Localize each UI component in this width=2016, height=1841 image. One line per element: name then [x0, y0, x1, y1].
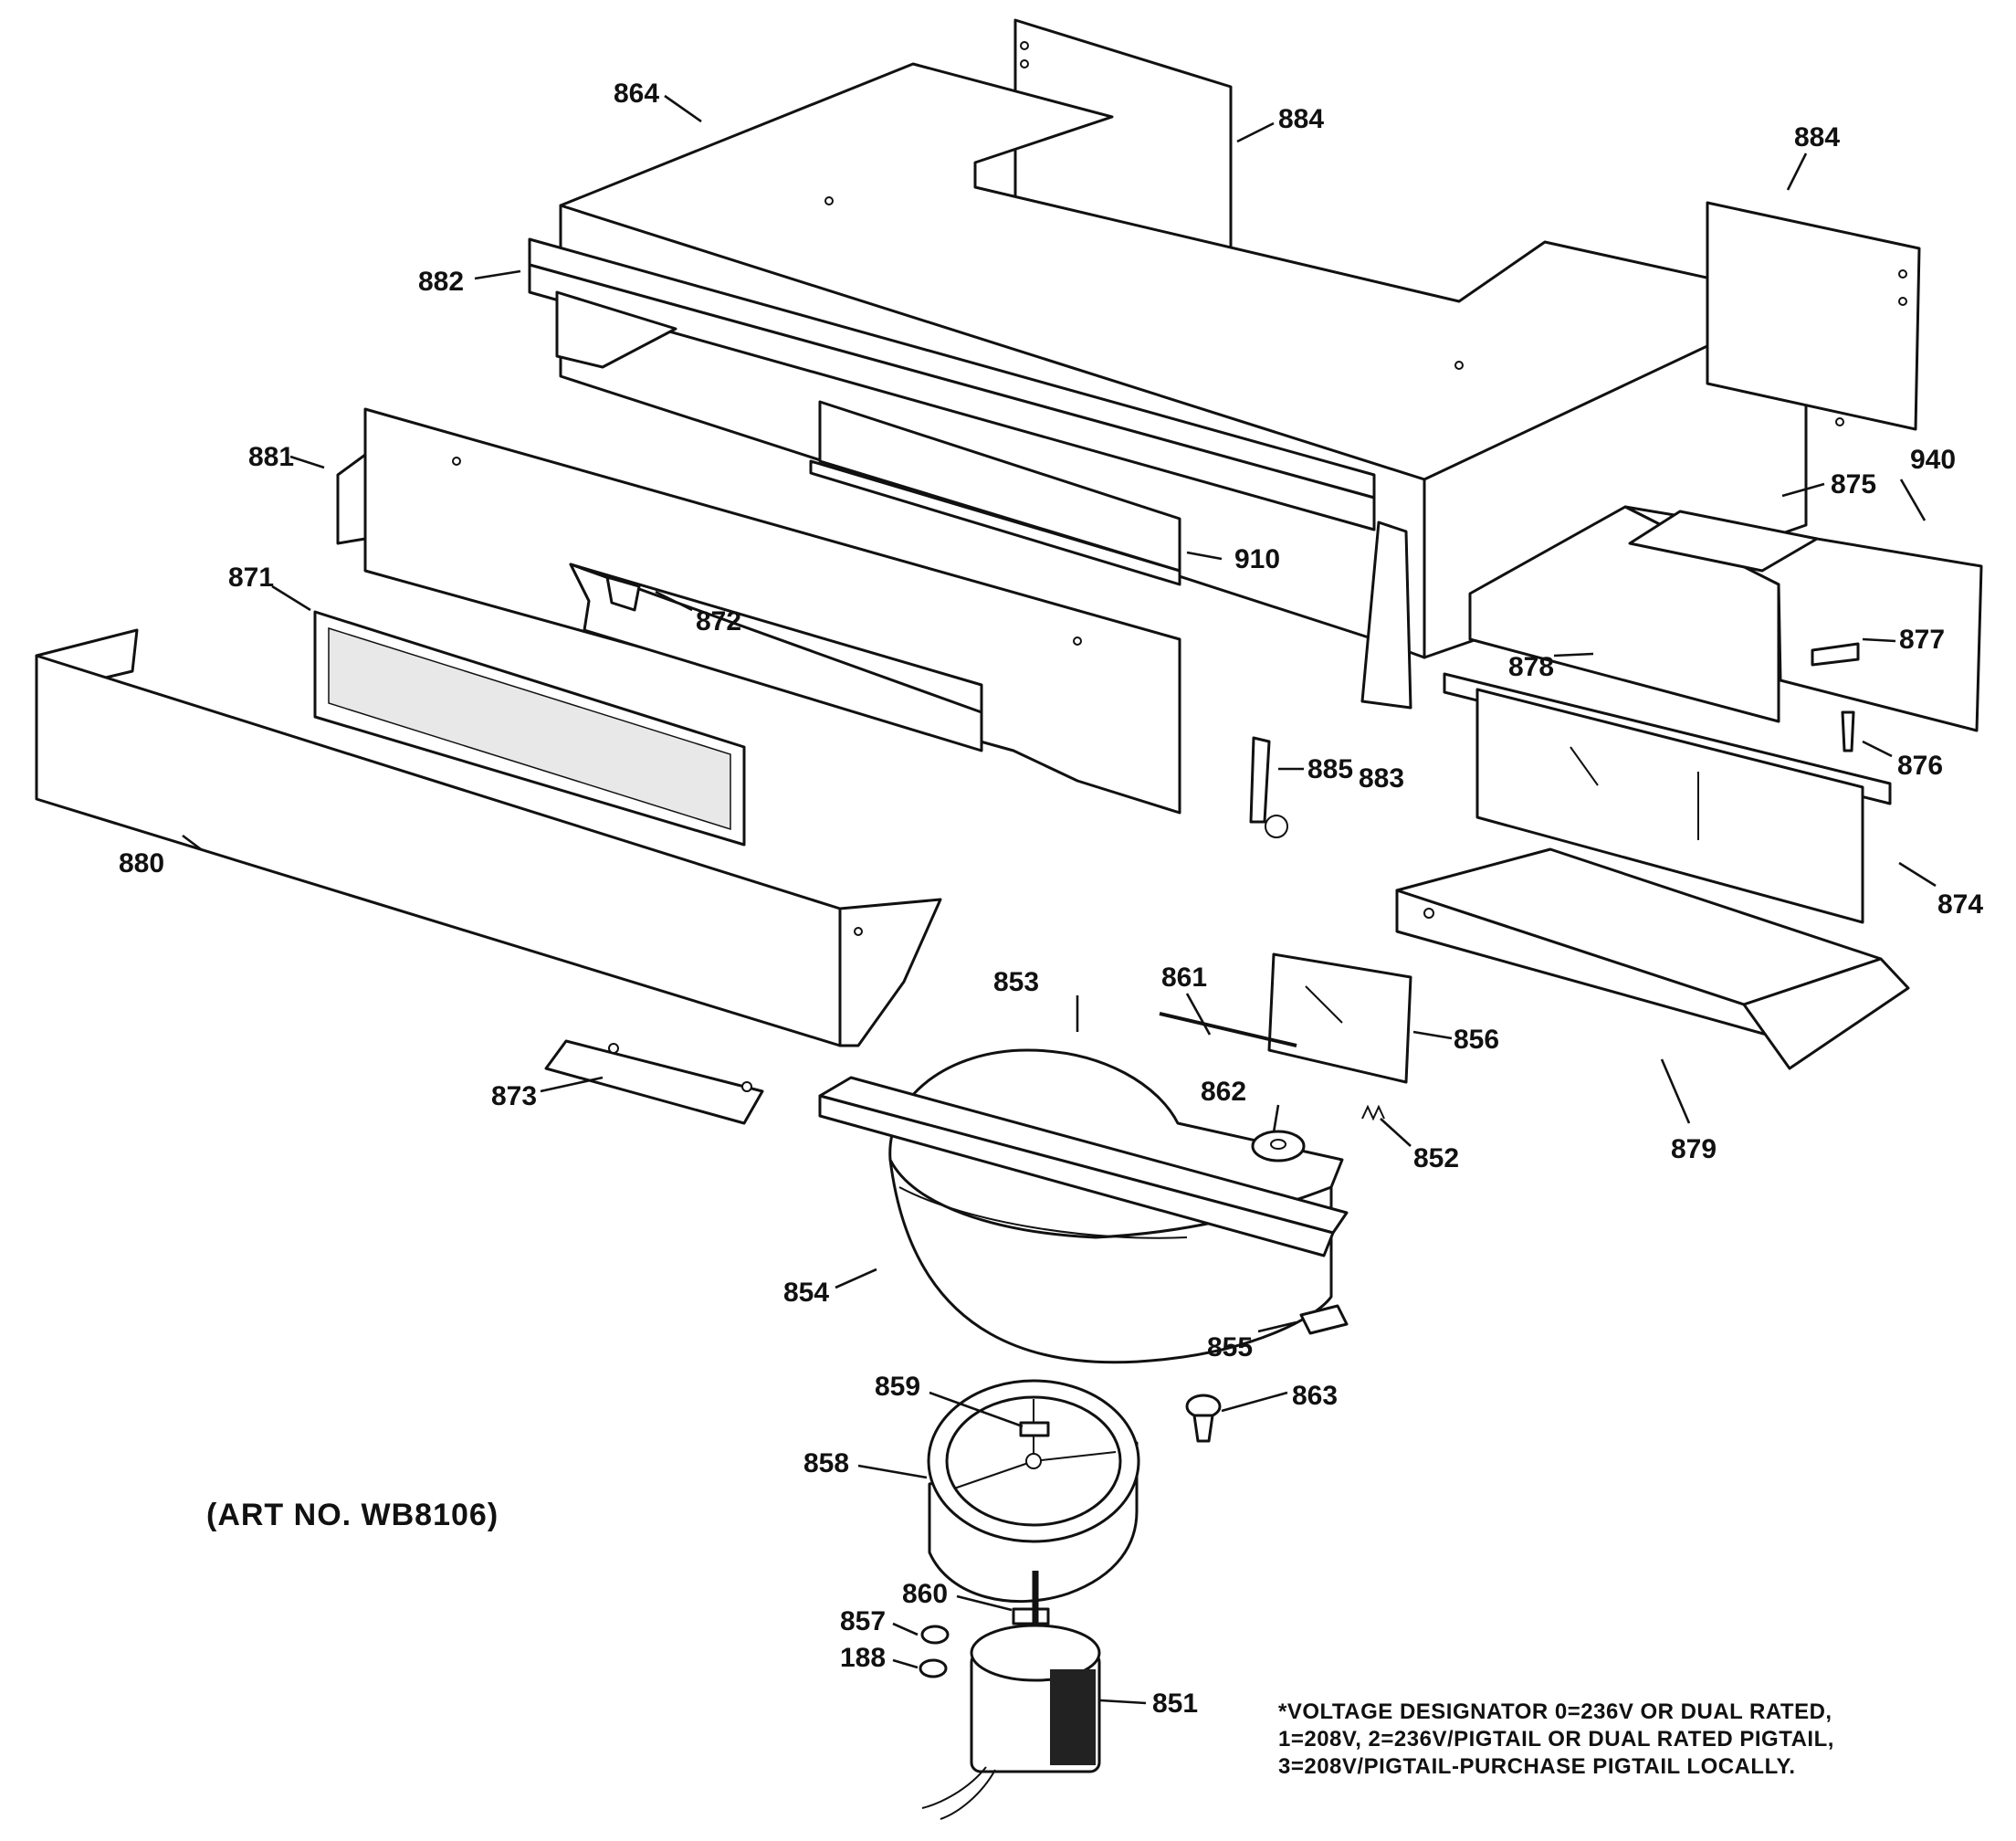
callout-851: 851: [1152, 1688, 1198, 1719]
part-855-clip: [1299, 1304, 1349, 1335]
art-number: (ART NO. WB8106): [206, 1498, 499, 1532]
callout-884: 884: [1794, 122, 1840, 153]
part-851-motor: [921, 1571, 1101, 1820]
callout-852: 852: [1413, 1143, 1459, 1173]
callout-873: 873: [491, 1081, 537, 1111]
callout-884: 884: [1278, 104, 1324, 134]
callout-883: 883: [1359, 763, 1404, 794]
part-862-disc: [1251, 1130, 1306, 1162]
callout-859: 859: [875, 1372, 920, 1402]
part-861-rod: [1159, 1012, 1297, 1047]
callout-856: 856: [1454, 1025, 1499, 1055]
part-880-front-panel: [35, 628, 942, 1047]
callout-188: 188: [840, 1643, 886, 1673]
callout-855: 855: [1207, 1332, 1253, 1362]
callout-876: 876: [1897, 751, 1943, 781]
callout-878: 878: [1508, 652, 1554, 682]
callout-853: 853: [993, 967, 1039, 997]
callout-862: 862: [1201, 1077, 1246, 1107]
callout-879: 879: [1671, 1134, 1717, 1164]
callout-875: 875: [1831, 469, 1876, 500]
part-885-latch: [1249, 736, 1288, 838]
callout-881: 881: [248, 442, 294, 472]
part-188-washer: [919, 1658, 948, 1678]
part-879-tray: [1395, 847, 1910, 1070]
callout-871: 871: [228, 563, 274, 593]
voltage-note-line: 3=208V/PIGTAIL-PURCHASE PIGTAIL LOCALLY.: [1278, 1754, 1796, 1779]
callout-858: 858: [803, 1448, 849, 1478]
voltage-note: *VOLTAGE DESIGNATOR 0=236V OR DUAL RATED…: [1278, 1699, 1834, 1781]
callout-874: 874: [1937, 889, 1983, 920]
part-882-rail: [528, 237, 1376, 531]
part-blower-bracket: [818, 1076, 1349, 1257]
part-857-nut: [920, 1625, 950, 1645]
callout-labels: 864 884 884 882 881 871 872 910 875 940 …: [119, 79, 1983, 1719]
part-860-clip: [1012, 1607, 1050, 1625]
callout-863: 863: [1292, 1381, 1338, 1411]
voltage-note-line: 1=208V, 2=236V/PIGTAIL OR DUAL RATED PIG…: [1278, 1727, 1834, 1752]
part-884-right-plate: [1706, 201, 1921, 431]
part-863-plug: [1185, 1394, 1222, 1443]
leader-lines: [182, 94, 1937, 1705]
callout-861: 861: [1161, 963, 1207, 993]
part-883-end-piece: [1360, 521, 1412, 710]
part-856-glass: [1267, 952, 1412, 1084]
callout-854: 854: [783, 1278, 829, 1308]
part-874-bracket: [1443, 672, 1892, 924]
part-877-clip: [1811, 642, 1860, 667]
part-873-bracket: [544, 1039, 764, 1125]
callout-857: 857: [840, 1606, 886, 1636]
callout-885: 885: [1307, 754, 1353, 784]
callout-877: 877: [1899, 625, 1945, 655]
part-910-bracket: [809, 400, 1181, 586]
part-940-enclosure: [1468, 505, 1983, 732]
callout-864: 864: [614, 79, 659, 109]
callout-880: 880: [119, 848, 164, 878]
part-871-filter: [313, 610, 746, 847]
callout-910: 910: [1234, 544, 1280, 574]
part-858-blower-wheel: [927, 1379, 1140, 1604]
part-852-spring: [1361, 1104, 1385, 1121]
callout-882: 882: [418, 267, 464, 297]
part-876-pin: [1841, 710, 1855, 752]
callout-872: 872: [696, 606, 741, 636]
voltage-note-line: *VOLTAGE DESIGNATOR 0=236V OR DUAL RATED…: [1278, 1699, 1832, 1724]
callout-860: 860: [902, 1579, 948, 1609]
callout-940: 940: [1910, 445, 1956, 475]
